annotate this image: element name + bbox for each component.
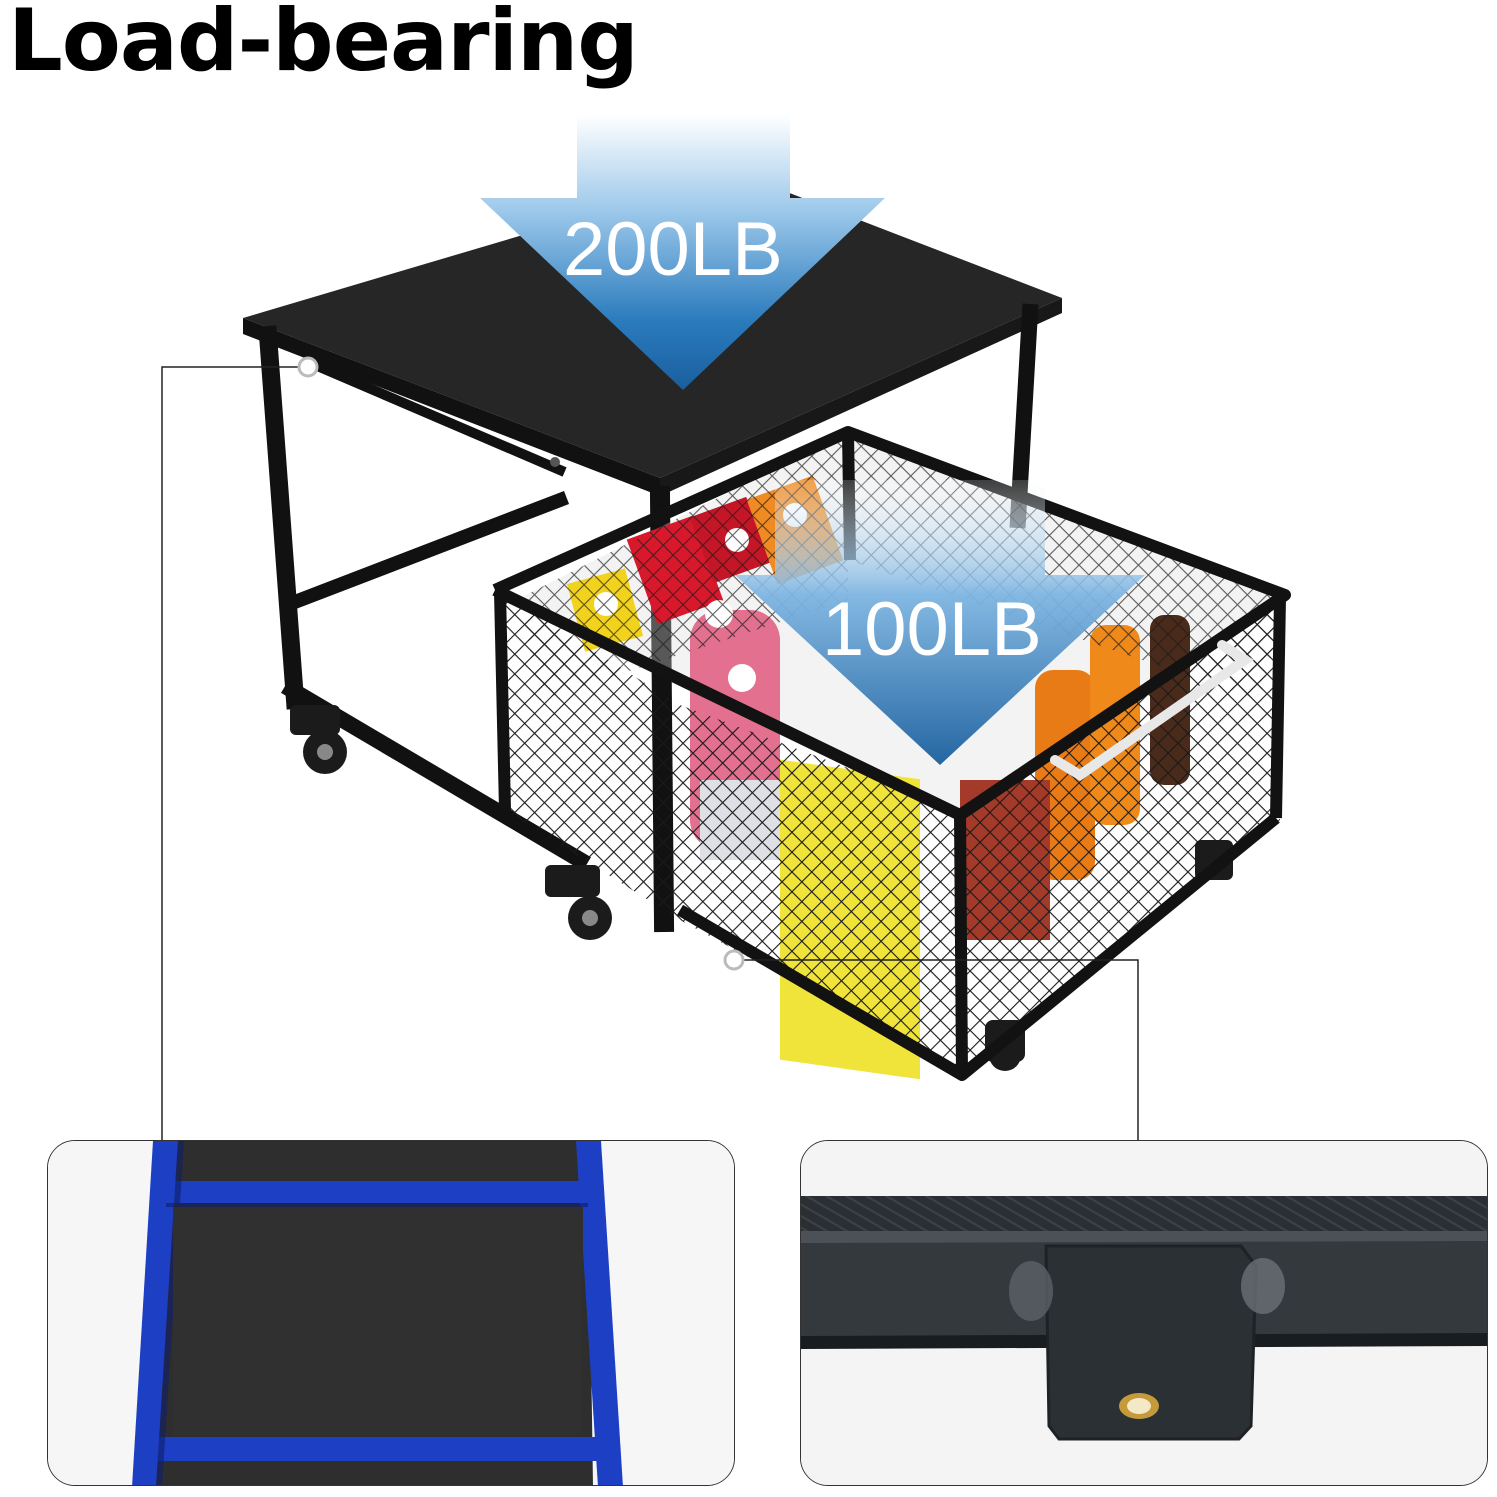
drawer-bracket-detail xyxy=(801,1141,1487,1485)
callout-dot-drawer xyxy=(723,949,745,971)
load-label-drawer: 100LB xyxy=(822,587,1042,672)
load-label-top: 200LB xyxy=(563,207,783,292)
detail-panel-frame xyxy=(47,1140,735,1486)
bracket-plate xyxy=(1044,1244,1258,1441)
load-arrow-drawer xyxy=(735,480,1145,765)
page-title: Load-bearing xyxy=(8,0,639,91)
callout-dot-frame xyxy=(297,356,319,378)
load-arrow-top xyxy=(480,115,885,390)
detail-panel-bracket xyxy=(800,1140,1488,1486)
callout-lines xyxy=(161,366,1139,1140)
frame-support-detail xyxy=(48,1141,734,1485)
